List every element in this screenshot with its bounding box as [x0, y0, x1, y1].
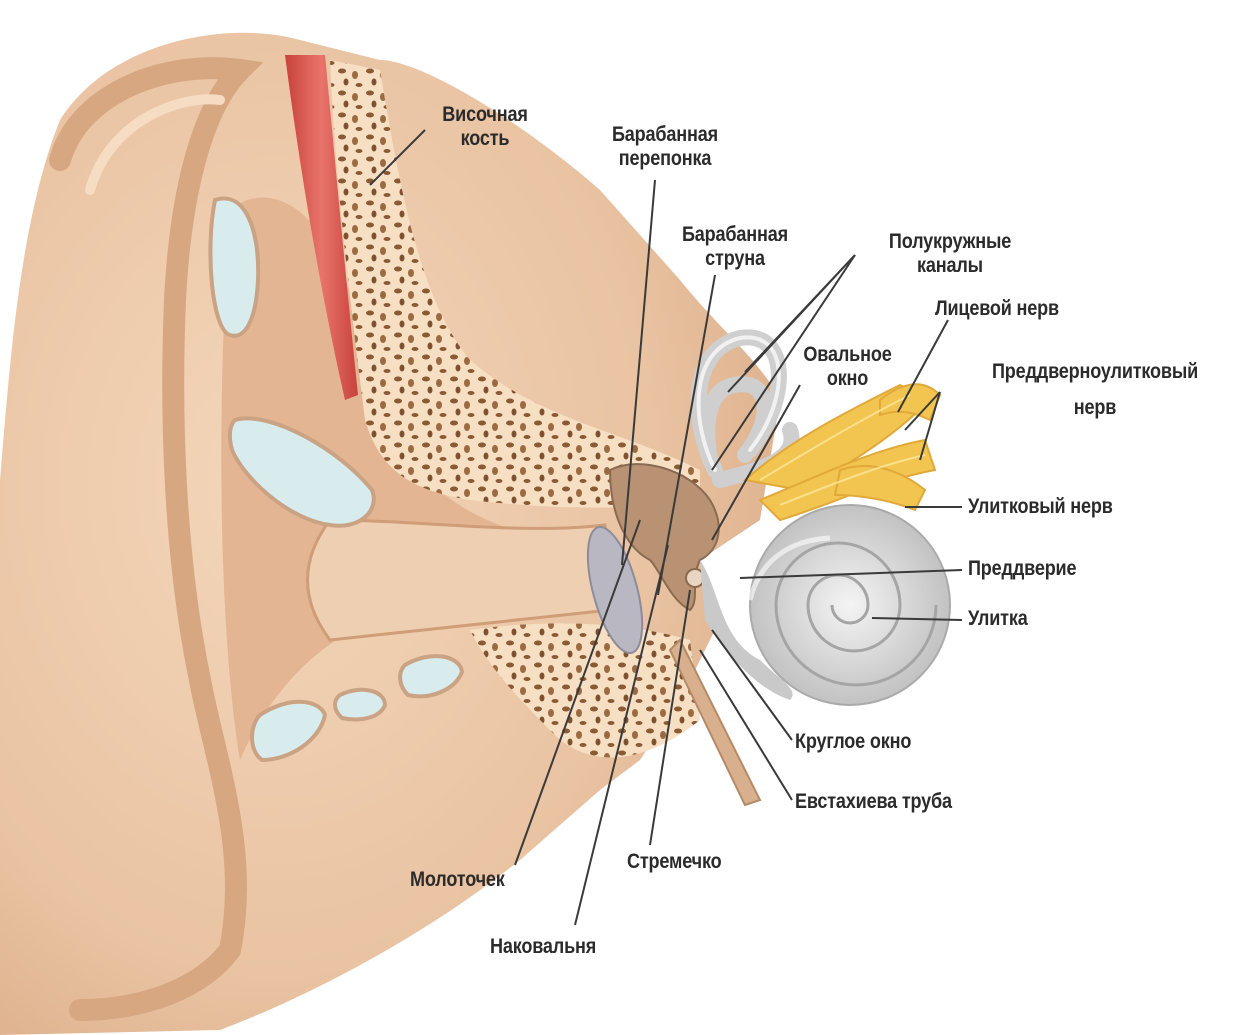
label-stapes: Стремечко [627, 850, 721, 874]
label-cochlear-nerve: Улитковый нерв [968, 495, 1113, 519]
label-semicircular-canals: Полукружные каналы [864, 230, 1036, 278]
label-chorda-tympani: Барабанная струна [658, 223, 813, 271]
label-round-window: Круглое окно [795, 730, 911, 754]
label-oval-window: Овальное окно [781, 343, 914, 391]
label-facial-nerve: Лицевой нерв [935, 297, 1059, 321]
label-vestibulocochlear-nerve: Преддверноулитковый нерв [962, 360, 1229, 420]
label-vestibule: Преддверие [968, 557, 1076, 581]
label-temporal-bone: Височная кость [412, 103, 558, 151]
label-malleus: Молоточек [410, 868, 505, 892]
label-eardrum: Барабанная перепонка [588, 123, 743, 171]
label-eustachian-tube: Евстахиева труба [795, 790, 952, 814]
label-incus: Наковальня [490, 935, 596, 959]
label-cochlea: Улитка [968, 607, 1028, 631]
